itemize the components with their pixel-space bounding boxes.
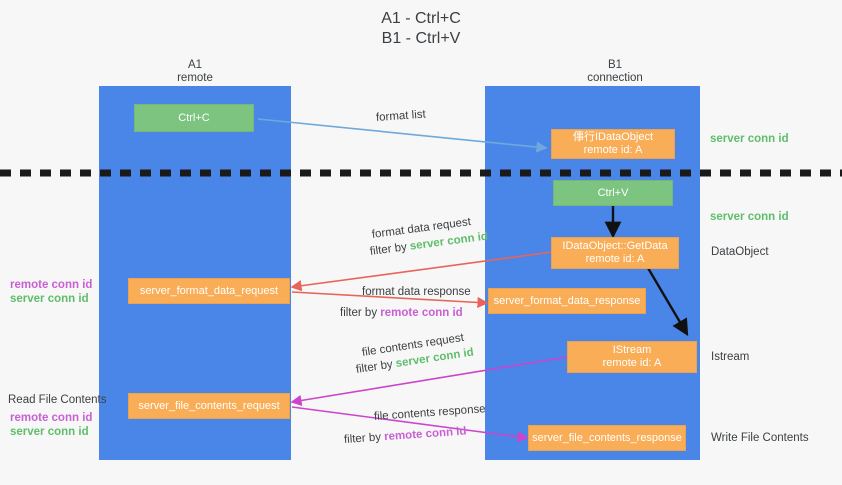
right-label-server-conn-id-mid: server conn id	[710, 211, 789, 223]
right-label-write-file-contents: Write File Contents	[711, 432, 809, 444]
box-server-format-data-request-label: server_format_data_request	[139, 284, 279, 297]
title-line-2: B1 - Ctrl+V	[381, 30, 461, 47]
box-ctrl-c[interactable]: Ctrl+C	[134, 104, 254, 132]
box-ctrl-v-label: Ctrl+V	[597, 186, 629, 199]
box-ctrl-v[interactable]: Ctrl+V	[553, 180, 673, 206]
right-label-istream: Istream	[711, 351, 750, 363]
box-idataobject[interactable]: 倳行IDataObject remote id: A	[551, 129, 675, 159]
column-header-a1: A1 remote	[120, 59, 270, 85]
column-b1-sub: connection	[587, 72, 643, 84]
title-line-1: A1 - Ctrl+C	[381, 10, 461, 27]
right-label-dataobject: DataObject	[711, 246, 769, 258]
label-file-contents-response: file contents response	[373, 403, 487, 423]
box-istream[interactable]: IStream remote id: A	[567, 341, 697, 373]
box-server-file-contents-request[interactable]: server_file_contents_request	[128, 393, 290, 419]
left-server-conn-id-2: server conn id	[10, 426, 89, 438]
box-idataobject-getdata[interactable]: IDataObject::GetData remote id: A	[551, 237, 679, 269]
filter-by-text-4: filter by	[343, 431, 382, 446]
box-server-format-data-response[interactable]: server_format_data_response	[488, 288, 646, 314]
filter-by-text-2: filter by	[340, 307, 378, 319]
box-istream-line1: IStream	[612, 344, 652, 356]
filter-by-text-3: filter by	[355, 358, 394, 376]
box-getdata-line2: remote id: A	[585, 253, 645, 265]
box-server-file-contents-request-label: server_file_contents_request	[138, 399, 280, 412]
box-istream-line2: remote id: A	[602, 357, 662, 369]
label-format-data-response-filter: filter by remote conn id	[340, 306, 463, 320]
column-header-b1: B1 connection	[540, 59, 690, 85]
box-server-file-contents-response[interactable]: server_file_contents_response	[528, 425, 686, 451]
column-a1-sub: remote	[177, 72, 213, 84]
filter-by-text: filter by	[369, 241, 408, 258]
left-label-conn-ids-file: remote conn id server conn id	[10, 411, 92, 439]
box-getdata-line1: IDataObject::GetData	[562, 240, 668, 252]
left-label-read-file-contents: Read File Contents	[8, 394, 107, 406]
label-format-data-response: format data response	[362, 286, 471, 298]
column-a1-name: A1	[187, 59, 203, 71]
remote-conn-id-text-2: remote conn id	[383, 425, 467, 444]
left-remote-conn-id: remote conn id	[10, 279, 93, 291]
right-label-server-conn-id-top: server conn id	[710, 133, 789, 145]
box-idataobject-line2: remote id: A	[583, 144, 643, 156]
box-ctrl-c-label: Ctrl+C	[178, 111, 210, 124]
remote-conn-id-text: remote conn id	[380, 307, 463, 319]
label-format-list: format list	[375, 108, 427, 124]
diagram-title: A1 - Ctrl+C B1 - Ctrl+V	[0, 9, 842, 49]
column-b1-name: B1	[607, 59, 623, 71]
box-server-format-data-response-label: server_format_data_response	[493, 294, 641, 307]
box-server-file-contents-response-label: server_file_contents_response	[532, 431, 682, 444]
left-label-conn-ids-format: remote conn id server conn id	[10, 278, 92, 306]
box-server-format-data-request[interactable]: server_format_data_request	[128, 278, 290, 304]
box-idataobject-line1: 倳行IDataObject	[572, 131, 654, 143]
left-remote-conn-id-2: remote conn id	[10, 412, 93, 424]
label-file-contents-response-filter: filter by remote conn id	[344, 424, 467, 447]
left-server-conn-id: server conn id	[10, 293, 89, 305]
